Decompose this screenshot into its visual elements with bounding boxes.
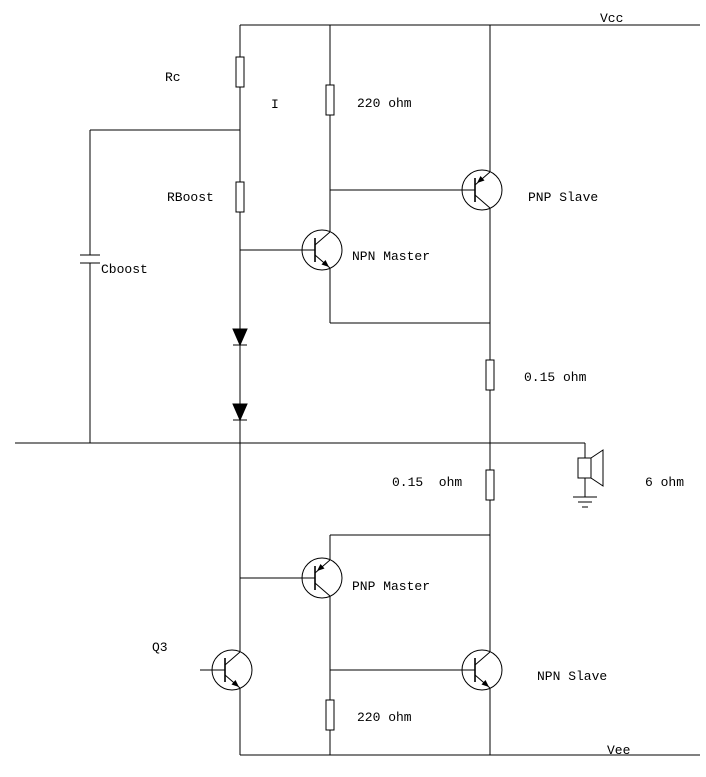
label-r-015-top: 0.15 ohm <box>524 370 587 385</box>
diode-icon <box>232 403 248 422</box>
label-r-220-bottom: 220 ohm <box>357 710 412 725</box>
label-pnp-master: PNP Master <box>352 579 431 594</box>
resistor-rboost <box>235 181 245 213</box>
label-r-015-bottom: 0.15 ohm <box>392 475 463 490</box>
label-vee: Vee <box>607 743 631 758</box>
diode-icon <box>232 328 248 347</box>
label-current-i: I <box>271 97 279 112</box>
resistor-rc <box>235 56 245 88</box>
label-pnp-slave: PNP Slave <box>528 190 599 205</box>
label-r-220-top: 220 ohm <box>357 96 412 111</box>
speaker-icon <box>577 449 604 487</box>
label-rc: Rc <box>165 70 181 85</box>
resistor-220-bottom <box>325 699 335 731</box>
label-npn-slave: NPN Slave <box>537 669 608 684</box>
wire-network <box>15 24 700 756</box>
label-cboost: Cboost <box>101 262 148 277</box>
resistor-015-bottom <box>485 469 495 501</box>
label-q3: Q3 <box>152 640 168 655</box>
label-rboost: RBoost <box>167 190 214 205</box>
label-load-6ohm: 6 ohm <box>645 475 685 490</box>
resistor-015-top <box>485 359 495 391</box>
resistor-220-top <box>325 84 335 116</box>
label-vcc: Vcc <box>600 11 624 26</box>
label-npn-master: NPN Master <box>352 249 431 264</box>
